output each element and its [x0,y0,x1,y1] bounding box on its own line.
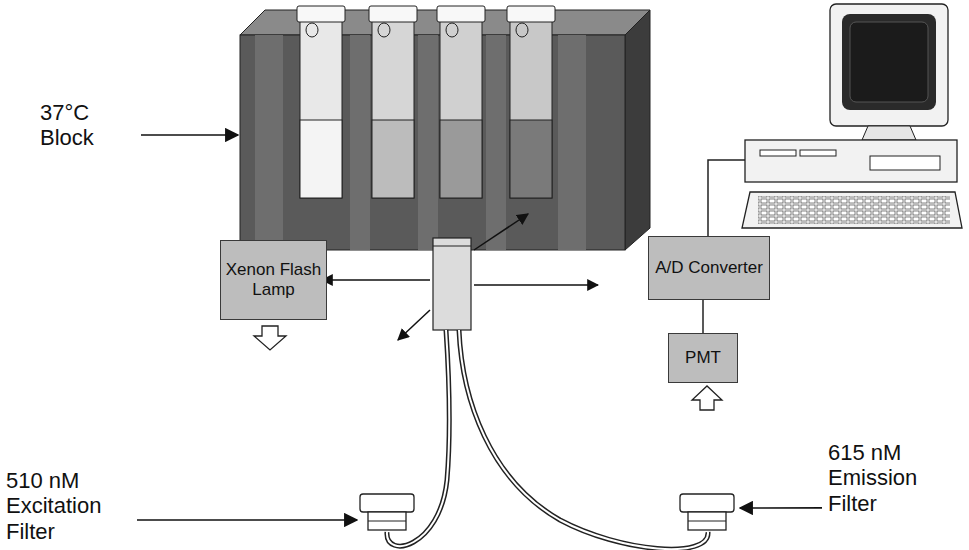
part-label: 615 nM Emission Filter [828,440,963,516]
sample-tubes [297,6,555,198]
fiber-probe [322,214,598,340]
heat-block [240,10,650,250]
computer [742,4,962,228]
component-name: A/D Converter [655,258,763,278]
signal-wire [708,160,745,236]
signal-wire [702,300,704,333]
fiber-optic-lines [387,330,708,549]
part-label: 37°C Block [40,100,135,151]
light-arrow [692,386,722,410]
component-name: PMT [685,348,721,368]
component-box: A/D Converter [648,236,770,300]
component-name: Xenon Flash Lamp [221,260,326,301]
part-label: 510 nM Excitation Filter [6,468,131,544]
leader-arrow [137,519,357,521]
optical-fiber [387,330,708,549]
leader-arrow [740,507,822,509]
light-arrow [254,326,286,350]
excitation-filter [360,494,414,530]
component-box: PMT [668,333,738,383]
component-box: Xenon Flash Lamp [220,240,327,320]
emission-filter [680,494,734,530]
leader-arrow [141,134,238,136]
